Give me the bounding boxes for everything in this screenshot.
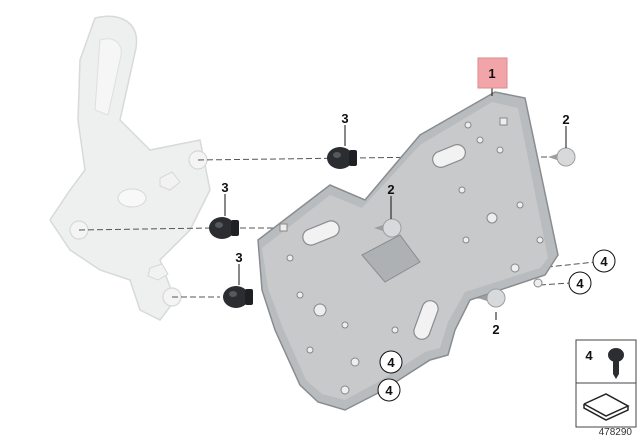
callout-3-middle: 3 — [221, 180, 228, 195]
legend-label: 4 — [585, 348, 593, 363]
screw-middle — [374, 218, 402, 238]
sheet-metal-icon — [583, 393, 630, 421]
callout-4-bottom-upper: 4 — [379, 350, 403, 374]
svg-text:4: 4 — [576, 276, 584, 291]
svg-text:4: 4 — [387, 355, 395, 370]
callout-4-right-lower: 4 — [568, 271, 592, 295]
svg-text:4: 4 — [600, 254, 608, 269]
callout-1-highlight — [477, 57, 508, 89]
callout-3-bottom: 3 — [235, 250, 242, 265]
rivet-legend-icon — [608, 348, 624, 379]
callout-4-right-upper: 4 — [592, 249, 616, 273]
callout-2-top: 2 — [562, 112, 569, 127]
callout-2-bottom: 2 — [492, 322, 499, 337]
callout-4-bottom-lower: 4 — [377, 378, 401, 402]
ghost-bracket — [49, 15, 211, 321]
screw-top — [548, 147, 576, 167]
rivet-nut-top — [327, 147, 357, 169]
leader-lines — [224, 88, 567, 320]
legend-box: 4 — [575, 339, 637, 428]
callout-2-middle: 2 — [387, 182, 394, 197]
reference-number: 478290 — [599, 427, 633, 438]
bracket-plate — [257, 91, 559, 411]
rivet-nut-middle — [209, 217, 239, 239]
callout-3-top: 3 — [341, 111, 348, 126]
screw-bottom — [478, 288, 506, 308]
svg-text:4: 4 — [385, 383, 393, 398]
rivet-nut-bottom — [223, 286, 253, 308]
callout-1: 1 — [488, 66, 495, 81]
